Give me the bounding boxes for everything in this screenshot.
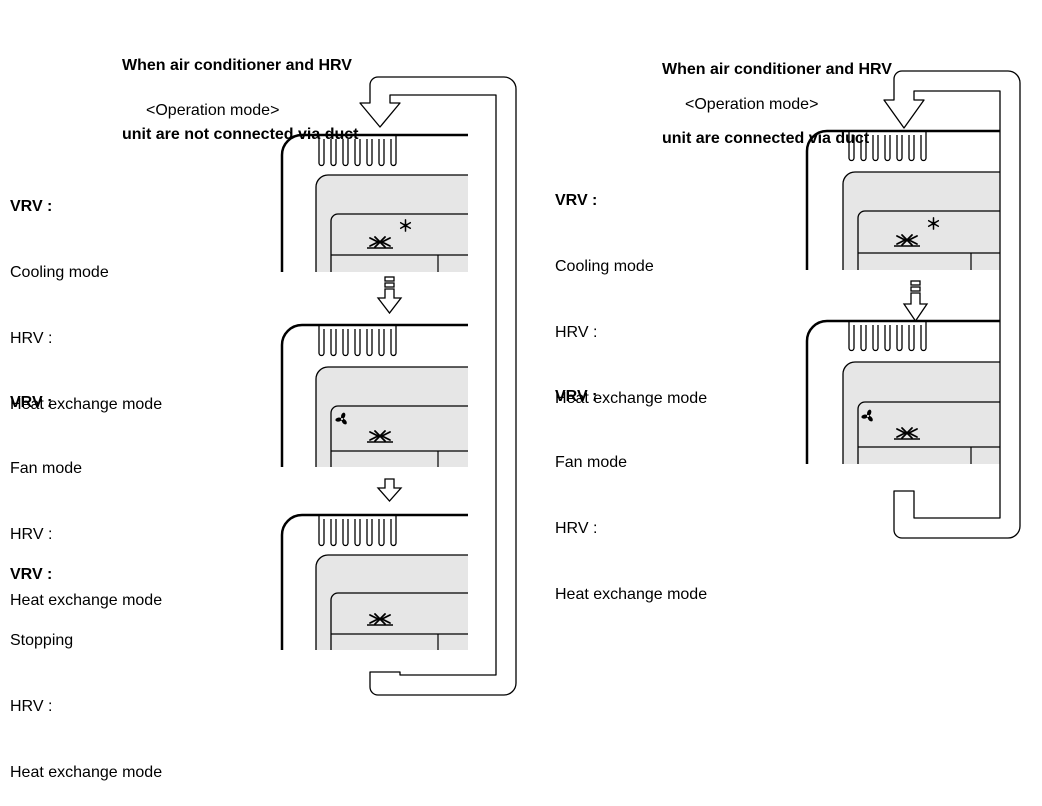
left-down-arrow-2 [376,478,403,502]
right-state-1-vrv-mode: Cooling mode [555,258,654,275]
right-state-2-vrv-label: VRV : [555,388,598,405]
right-operation-mode-label: <Operation mode> [685,96,819,113]
right-title: When air conditioner and HRV unit are co… [662,12,892,173]
right-state-2-vrv-mode: Fan mode [555,454,628,471]
left-loop-arrow [359,76,517,696]
right-state-2-hrv-mode: Heat exchange mode [555,586,708,603]
right-panel-2 [805,319,1000,464]
left-state-3-vrv-label: VRV : [10,566,53,583]
right-panel-1 [805,129,1000,270]
left-down-arrow-1 [376,276,403,315]
grille-icon [848,320,927,352]
left-operation-mode-label: <Operation mode> [146,102,280,119]
left-state-2-vrv-label: VRV : [10,394,53,411]
left-state-1-hrv-label: HRV : [10,330,53,347]
left-panel-2 [280,323,468,467]
left-state-1-vrv-mode: Cooling mode [10,264,109,281]
left-state-1-description: VRV : Cooling mode HRV : Heat exchange m… [10,152,162,438]
right-state-2-description: VRV : Fan mode HRV : Heat exchange mode [555,342,707,628]
left-title-line2: unit are not connected via duct [122,126,359,143]
left-state-2-vrv-mode: Fan mode [10,460,83,477]
right-state-2-hrv-label: HRV : [555,520,598,537]
left-state-3-vrv-mode: Stopping [10,632,74,649]
right-state-1-description: VRV : Cooling mode HRV : Heat exchange m… [555,146,707,432]
left-state-1-vrv-label: VRV : [10,198,53,215]
left-state-3-hrv-mode: Heat exchange mode [10,764,163,781]
right-state-1-vrv-label: VRV : [555,192,598,209]
left-panel-1 [280,133,468,272]
right-loop-arrow [883,70,1021,539]
right-down-arrow-1 [902,280,929,323]
diagram-graphics [280,70,1021,696]
left-state-2-description: VRV : Fan mode HRV : Heat exchange mode [10,348,162,634]
left-title: When air conditioner and HRV unit are no… [122,8,358,169]
left-panel-3 [280,513,468,650]
grille-icon [848,130,927,162]
right-title-line1: When air conditioner and HRV [662,61,892,78]
right-state-1-hrv-label: HRV : [555,324,598,341]
grille-icon [318,324,397,357]
left-state-1-hrv-mode: Heat exchange mode [10,396,163,413]
grille-icon [318,134,397,167]
right-state-1-hrv-mode: Heat exchange mode [555,390,708,407]
left-state-2-hrv-mode: Heat exchange mode [10,592,163,609]
left-title-line1: When air conditioner and HRV [122,57,352,74]
left-state-2-hrv-label: HRV : [10,526,53,543]
grille-icon [318,514,397,547]
